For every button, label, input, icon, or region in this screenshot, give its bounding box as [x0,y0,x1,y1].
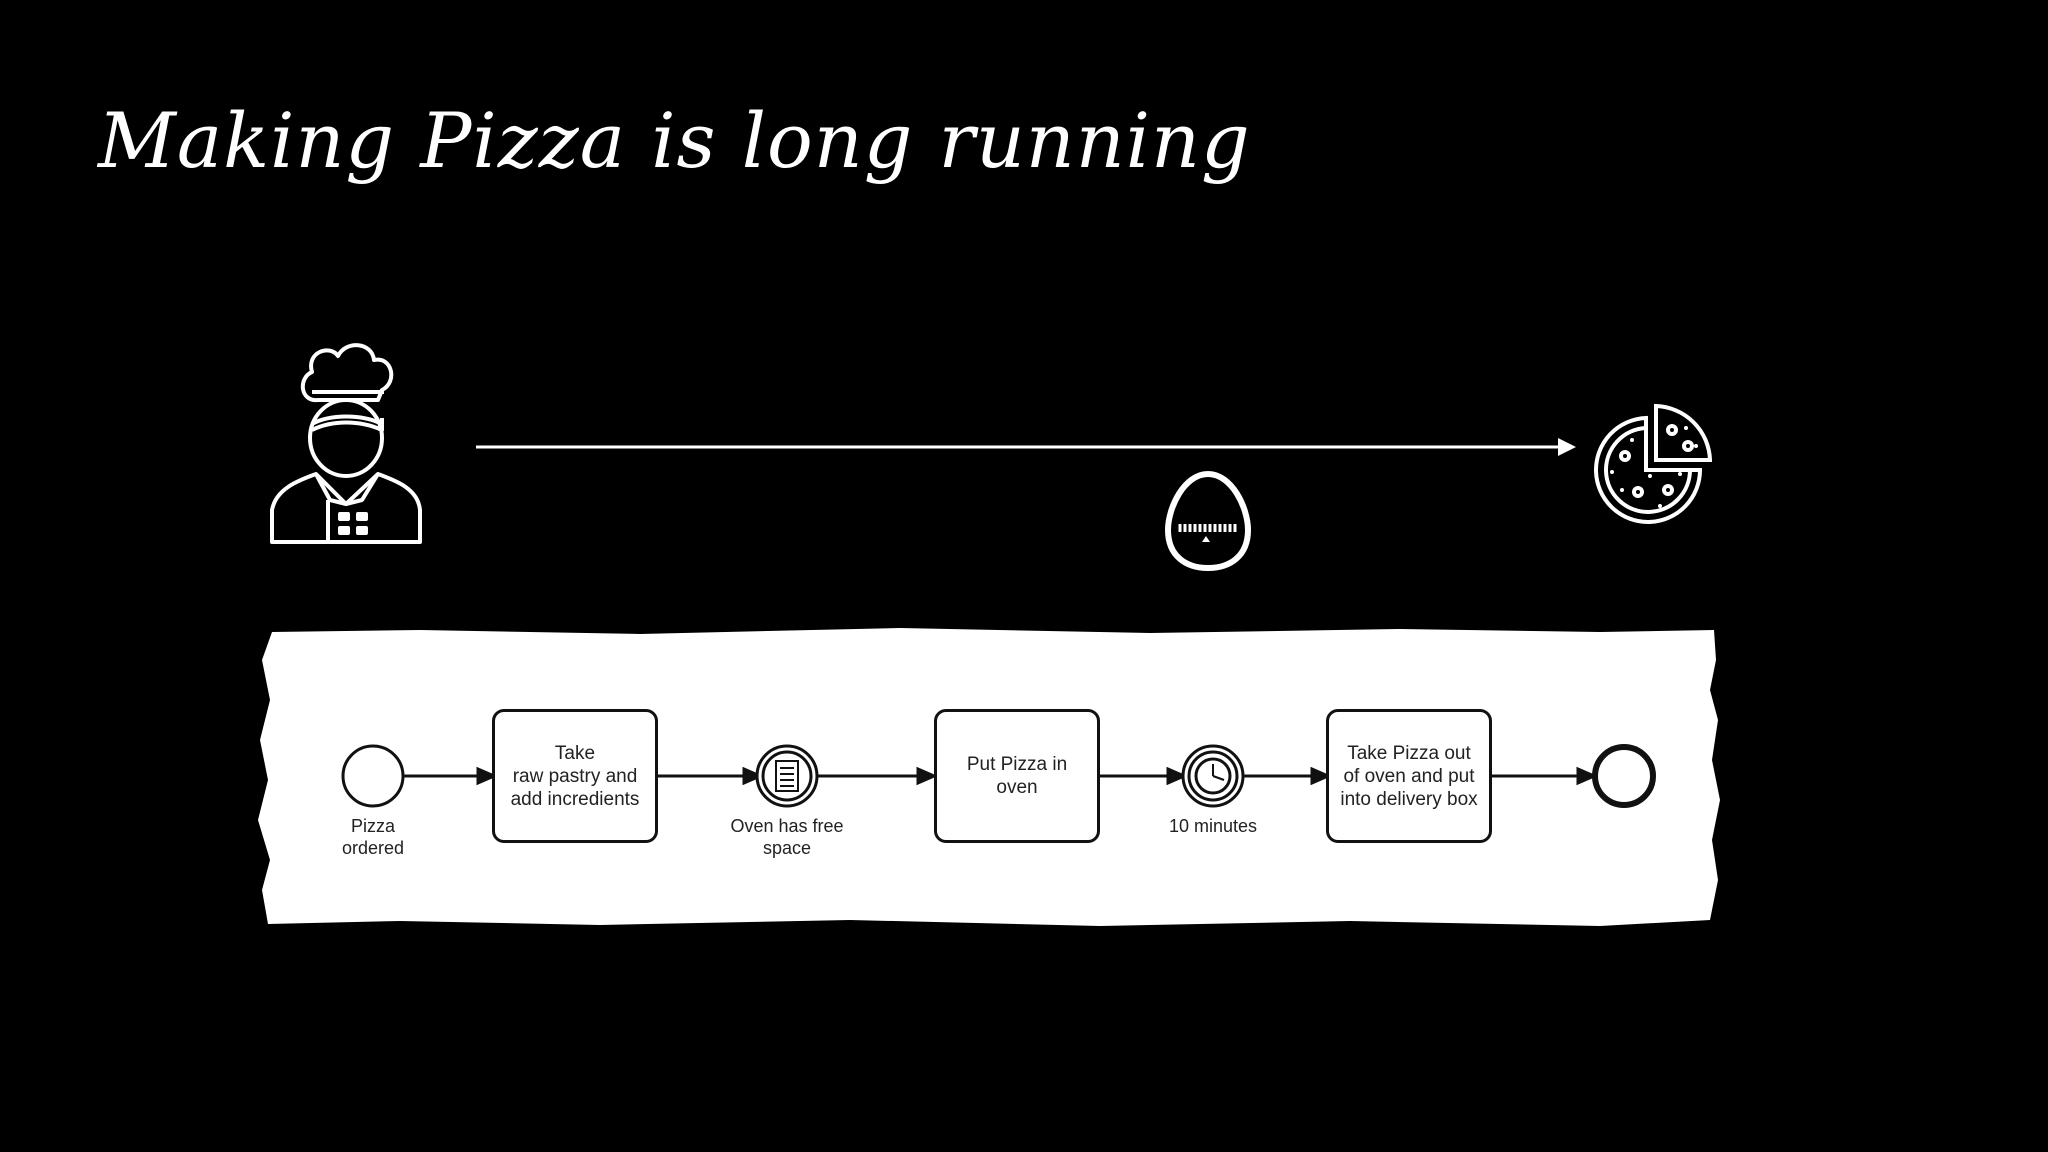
timer-event-label: 10 minutes [1168,816,1258,836]
slide-title: Making Pizza is long running [98,96,1251,185]
message-event-label: Oven has free space [730,816,844,858]
timer-event-icon[interactable] [1181,744,1245,808]
task-take-raw-pastry[interactable]: Take raw pastry and add incredients [492,709,658,843]
chef-icon [270,343,422,544]
task-take-raw-pastry-label: Take raw pastry and add incredients [510,742,640,810]
pizza-icon [1594,403,1713,524]
task-take-pizza-out-label: Take Pizza out of oven and put into deli… [1340,742,1478,810]
egg-timer-icon [1164,470,1252,572]
task-take-pizza-out[interactable]: Take Pizza out of oven and put into deli… [1326,709,1492,843]
end-event[interactable] [1592,744,1656,808]
sequence-flows [404,766,1598,786]
message-event-icon[interactable] [755,744,819,808]
start-event[interactable] [341,744,405,808]
start-event-label: Pizza ordered [341,816,405,858]
task-put-pizza-in-oven-label: Put Pizza in oven [966,754,1068,798]
timeline-arrow [476,438,1576,456]
task-put-pizza-in-oven[interactable]: Put Pizza in oven [934,709,1100,843]
